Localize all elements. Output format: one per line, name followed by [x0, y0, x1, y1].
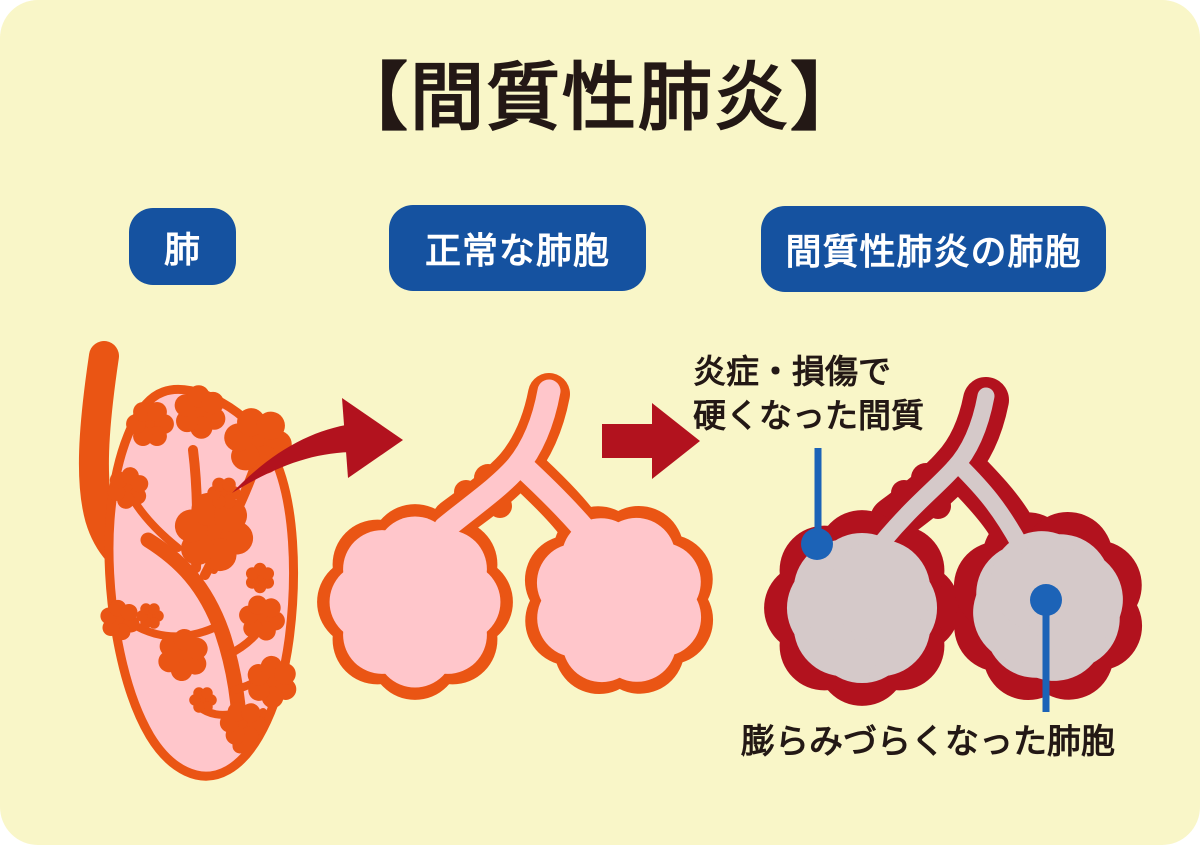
normal-alveoli-illustration [317, 373, 747, 728]
normal-bronchiole-channel [433, 379, 597, 542]
annotation-stiff-alveoli: 膨らみづらくなった肺胞 [741, 723, 1115, 761]
label-diseased-alveoli: 間質性肺炎の肺胞 [761, 206, 1106, 292]
page-title: 【間質性肺炎】 [334, 56, 866, 139]
curved-arrow-icon [232, 398, 403, 493]
interstitium-callout-line [801, 448, 833, 560]
annotation-hardened-interstitium: 炎症・損傷で 硬くなった間質 [693, 350, 1013, 438]
annotation-hardened-interstitium-line1: 炎症・損傷で [693, 353, 891, 390]
alveoli-callout-line [1030, 584, 1062, 712]
label-normal-alveoli: 正常な肺胞 [389, 205, 646, 291]
lung-illustration [78, 341, 307, 781]
diseased-alveoli-illustration [764, 377, 1176, 734]
annotation-hardened-interstitium-line2: 硬くなった間質 [693, 397, 924, 435]
label-lung: 肺 [129, 208, 236, 285]
diseased-bronchiole-channel [871, 387, 1029, 554]
block-arrow-icon [602, 403, 700, 479]
